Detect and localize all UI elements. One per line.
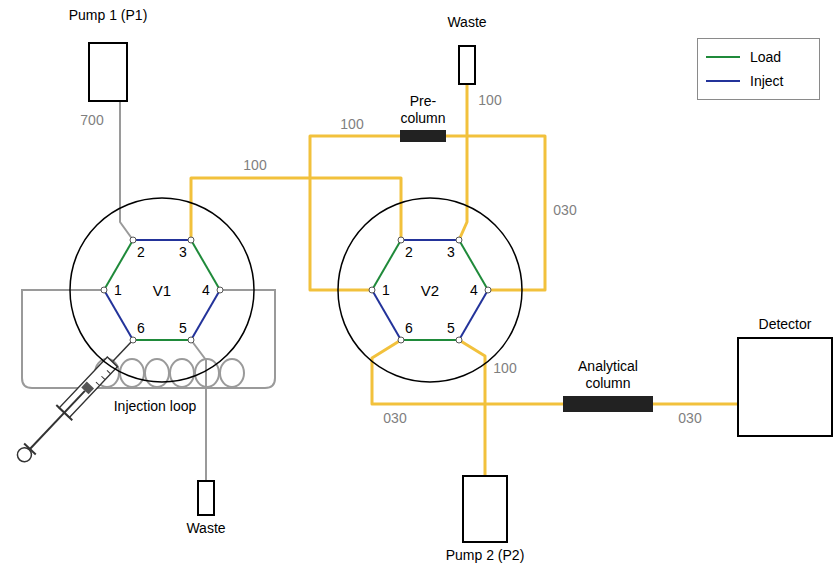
pre-column: [400, 130, 446, 142]
port-number: 4: [470, 282, 478, 298]
port-number: 5: [447, 320, 455, 336]
tubing-diameter: 700: [79, 112, 104, 128]
tubing-diameter: 100: [339, 116, 364, 132]
injection-loop-tubing: [22, 290, 275, 388]
port-number: 5: [179, 320, 187, 336]
pump-box: [88, 42, 128, 102]
tubing-diameter: 030: [552, 202, 577, 218]
port-number: 2: [405, 244, 413, 260]
legend-swatch: [706, 76, 740, 86]
node-label: Pump 1 (P1): [69, 7, 148, 24]
waste-container-node: Waste: [447, 14, 486, 85]
legend-box: LoadInject: [697, 38, 820, 100]
node-label: Pump 2 (P2): [446, 547, 525, 564]
pre-column-node: Pre- column: [400, 93, 446, 142]
tubing-line: [446, 136, 545, 290]
pump-box-node: Pump 1 (P1): [69, 7, 148, 102]
port-number: 1: [114, 282, 122, 298]
waste-container-node: Waste: [186, 480, 225, 537]
node-label: Analytical column: [578, 358, 638, 392]
node-label: Pre- column: [400, 93, 445, 127]
valve: V2: [337, 197, 523, 383]
node-label: V2: [421, 282, 439, 299]
tubing-line: [459, 340, 485, 475]
detector-box: [737, 337, 833, 437]
node-label: Waste: [447, 14, 486, 31]
node-label: Waste: [186, 520, 225, 537]
port-number: 1: [382, 282, 390, 298]
tubing-diameter: 030: [382, 410, 407, 426]
detector-box-node: Detector: [737, 316, 833, 437]
loop-coils: [95, 359, 244, 387]
tubing-line: [459, 85, 467, 240]
port-number: 6: [137, 320, 145, 336]
node-label: Detector: [759, 316, 812, 333]
tubing-diameter: 100: [477, 92, 502, 108]
tubing-line: [310, 136, 400, 290]
valve: V1: [69, 197, 255, 383]
legend-row: Load: [706, 45, 811, 69]
pump-box: [462, 475, 508, 543]
legend-label: Inject: [750, 73, 783, 90]
analytical-column: [563, 396, 653, 412]
port-number: 6: [405, 320, 413, 336]
node-label: V1: [153, 282, 171, 299]
analytical-column-node: Analytical column: [563, 358, 653, 412]
port-number: 3: [179, 244, 187, 260]
tubing-line: [653, 403, 737, 406]
legend-row: Inject: [706, 69, 811, 93]
valve-node: V2: [337, 197, 523, 383]
loop-label: Injection loop: [112, 398, 199, 414]
port-number: 2: [137, 244, 145, 260]
waste-container: [197, 480, 215, 516]
legend-swatch: [706, 52, 740, 62]
tubing-diameter: 100: [492, 360, 517, 376]
tubing-diameter: 100: [242, 157, 267, 173]
port-number: 4: [202, 282, 210, 298]
tubing-line: [191, 178, 401, 240]
pump-box-node: Pump 2 (P2): [446, 475, 525, 564]
legend-label: Load: [750, 49, 781, 66]
waste-container: [458, 45, 476, 85]
valve-node: V1: [69, 197, 255, 383]
tubing-line: [120, 102, 133, 240]
port-number: 3: [447, 244, 455, 260]
tubing-line: [372, 340, 563, 404]
tubing-diameter: 030: [677, 410, 702, 426]
